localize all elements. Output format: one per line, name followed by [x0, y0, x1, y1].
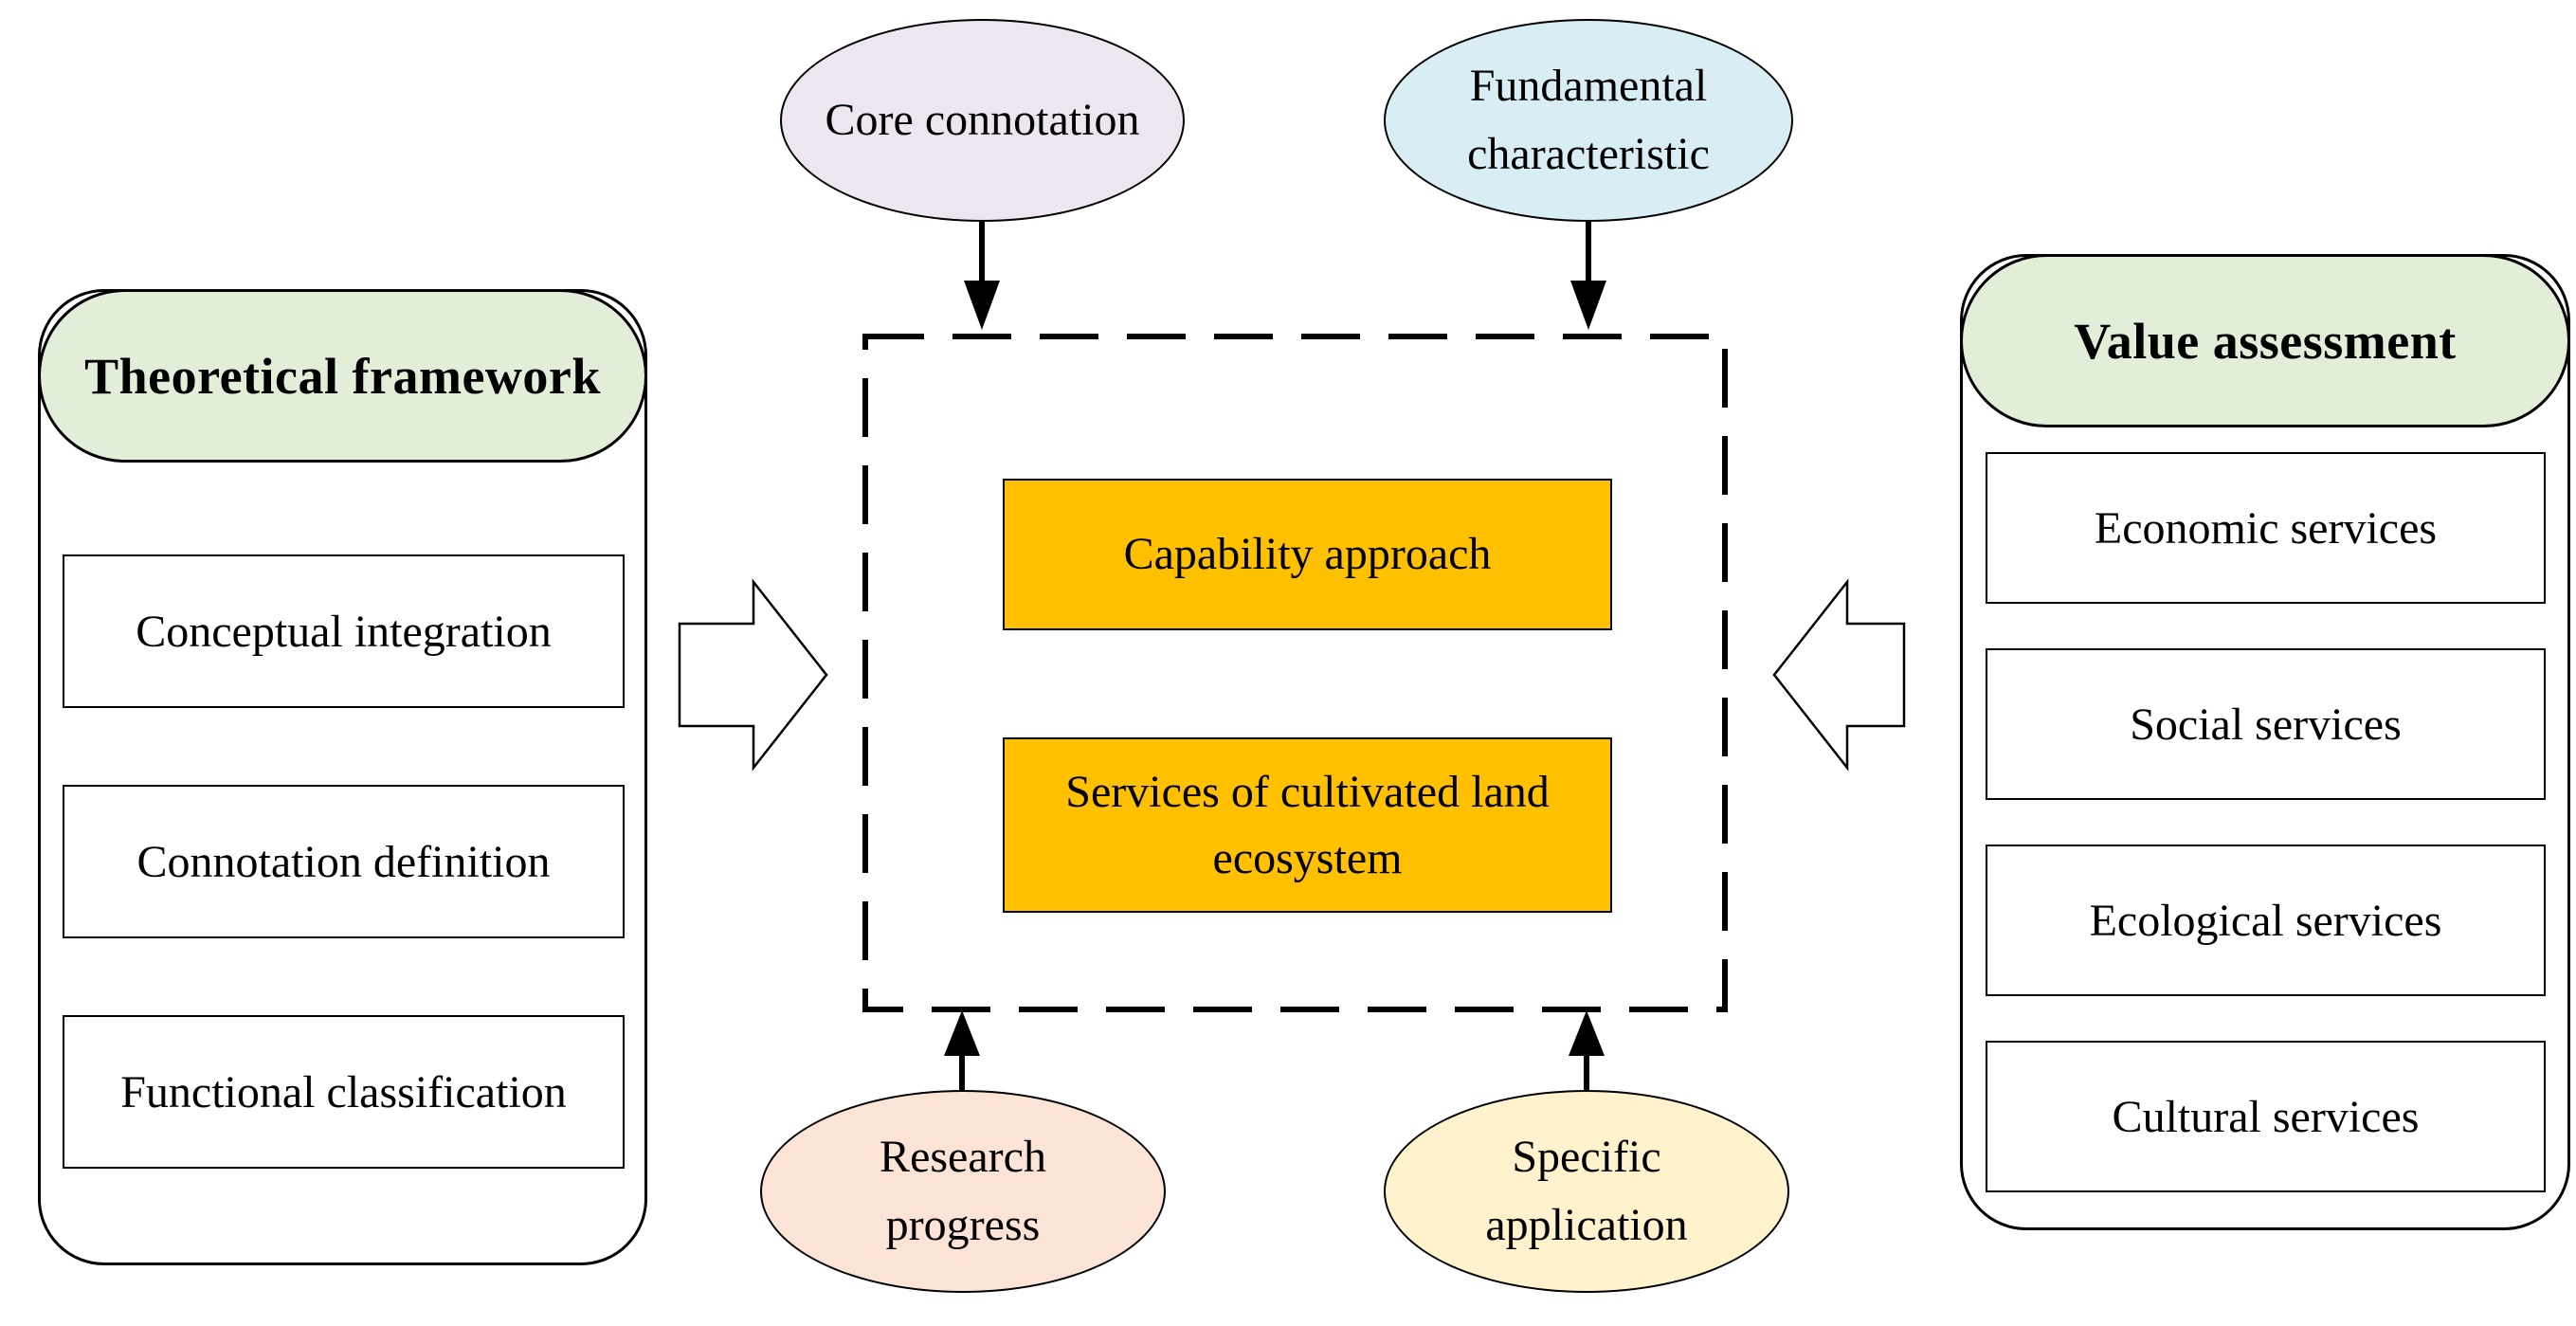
core-connotation-ellipse: Core connotation	[780, 19, 1185, 222]
item-ecological-services: Ecological services	[1986, 845, 2546, 996]
item-label: Cultural services	[2112, 1091, 2420, 1142]
item-label: Economic services	[2094, 502, 2438, 554]
cultivated-land-ecosystem-services-box: Services of cultivated land ecosystem	[1003, 737, 1612, 913]
item-label: Social services	[2130, 699, 2402, 750]
item-cultural-services: Cultural services	[1986, 1041, 2546, 1192]
theoretical-framework-header: Theoretical framework	[38, 289, 647, 463]
value-assessment-header: Value assessment	[1960, 254, 2570, 427]
item-label: Connotation definition	[136, 836, 551, 887]
item-connotation-definition: Connotation definition	[63, 785, 625, 938]
arrow-fundamental-characteristic	[1570, 222, 1606, 330]
ellipse-label: Research progress	[880, 1132, 1046, 1250]
item-label: Functional classification	[120, 1066, 567, 1117]
dashed-frame	[862, 334, 1728, 1012]
value-assessment-title: Value assessment	[2074, 312, 2457, 370]
block-arrow-left	[1772, 578, 1906, 772]
fundamental-characteristic-ellipse: Fundamental characteristic	[1384, 19, 1793, 222]
ellipse-label: Core connotation	[825, 95, 1140, 145]
specific-application-ellipse: Specific application	[1384, 1090, 1789, 1293]
ellipse-label: Specific application	[1485, 1132, 1688, 1250]
block-arrow-right	[678, 578, 828, 772]
research-progress-ellipse: Research progress	[760, 1090, 1166, 1293]
core-box-label: Services of cultivated land ecosystem	[1065, 766, 1550, 883]
theoretical-framework-title: Theoretical framework	[84, 347, 601, 405]
item-economic-services: Economic services	[1986, 452, 2546, 604]
item-conceptual-integration: Conceptual integration	[63, 554, 625, 708]
capability-approach-box: Capability approach	[1003, 479, 1612, 630]
core-box-label: Capability approach	[1123, 529, 1492, 580]
arrow-research-progress	[944, 1010, 980, 1090]
item-functional-classification: Functional classification	[63, 1015, 625, 1169]
ellipse-label: Fundamental characteristic	[1467, 61, 1710, 179]
item-social-services: Social services	[1986, 648, 2546, 800]
arrow-specific-application	[1569, 1010, 1605, 1090]
item-label: Conceptual integration	[136, 606, 552, 657]
item-label: Ecological services	[2089, 895, 2442, 946]
arrow-core-connotation	[964, 222, 1000, 330]
